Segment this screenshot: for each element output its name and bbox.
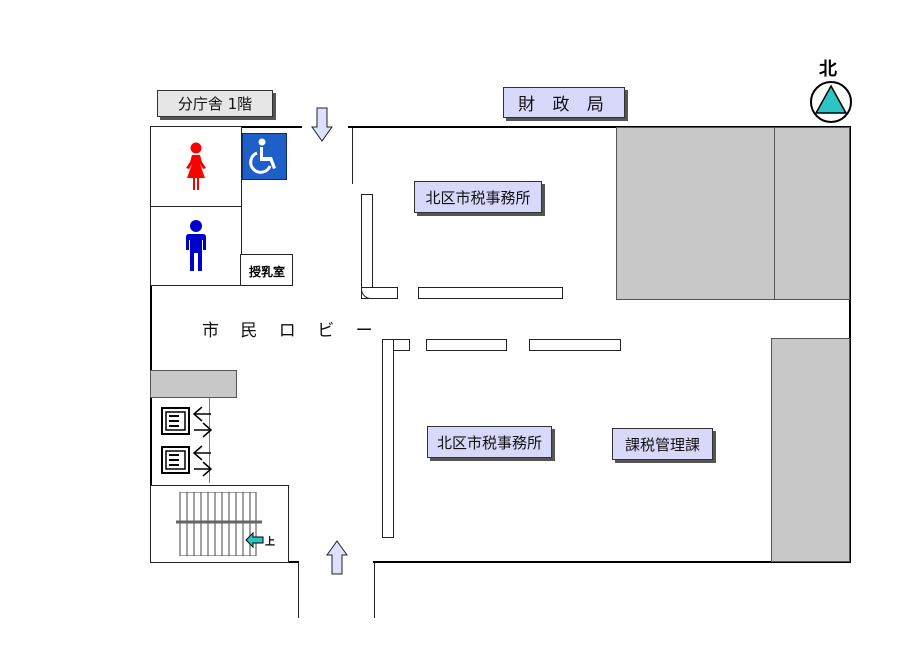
- tax-management-section-label: 課税管理課: [612, 428, 713, 460]
- counter-horizontal-middle-1: [426, 339, 507, 351]
- restroom-partition: [150, 285, 293, 286]
- entrance-arrow-icon: [311, 107, 333, 142]
- counter-corner: [361, 287, 398, 299]
- storage-area: [150, 370, 237, 398]
- tax-office-label-bottom: 北区市税事務所: [427, 426, 552, 458]
- entrance-bottom-left-line: [298, 563, 299, 618]
- stairs-up-label: 上: [265, 537, 275, 548]
- finance-bureau-office-east: [774, 127, 850, 300]
- counter-vertical-middle: [382, 339, 394, 538]
- entrance-arrow-icon: [326, 540, 348, 575]
- male-restroom-icon: [186, 220, 206, 271]
- wheelchair-accessible-icon: [242, 133, 287, 180]
- north-arrow-icon: [810, 81, 852, 123]
- north-label: 北: [819, 59, 837, 80]
- wall-left: [150, 126, 152, 563]
- nursing-room: [240, 254, 293, 286]
- stairs-up-arrow-icon: [245, 532, 264, 548]
- elevator-icon: [161, 445, 213, 477]
- finance-bureau-office: [616, 127, 775, 300]
- citizen-lobby-label: 市 民 ロ ビ ー: [202, 321, 381, 341]
- stairs: [176, 492, 262, 556]
- building-floor-label: 分庁舎 1階: [157, 90, 273, 117]
- female-restroom-icon: [186, 142, 206, 190]
- counter-vertical-top: [361, 194, 373, 299]
- department-label: 財 政 局: [503, 87, 625, 118]
- counter-horizontal-top: [418, 287, 563, 299]
- wall-top-right: [348, 126, 851, 128]
- counter-horizontal-middle-2: [529, 339, 621, 351]
- wall-right: [849, 126, 851, 563]
- tax-section-storage: [771, 338, 850, 562]
- entrance-bottom-right-line: [374, 563, 375, 618]
- nursing-room-label: 授乳室: [248, 264, 285, 279]
- tax-office-label-top: 北区市税事務所: [414, 181, 542, 213]
- entrance-top-line: [352, 128, 353, 184]
- elevator-icon: [161, 406, 213, 438]
- wall-bottom-right: [373, 561, 851, 563]
- elevator-divider: [209, 398, 210, 483]
